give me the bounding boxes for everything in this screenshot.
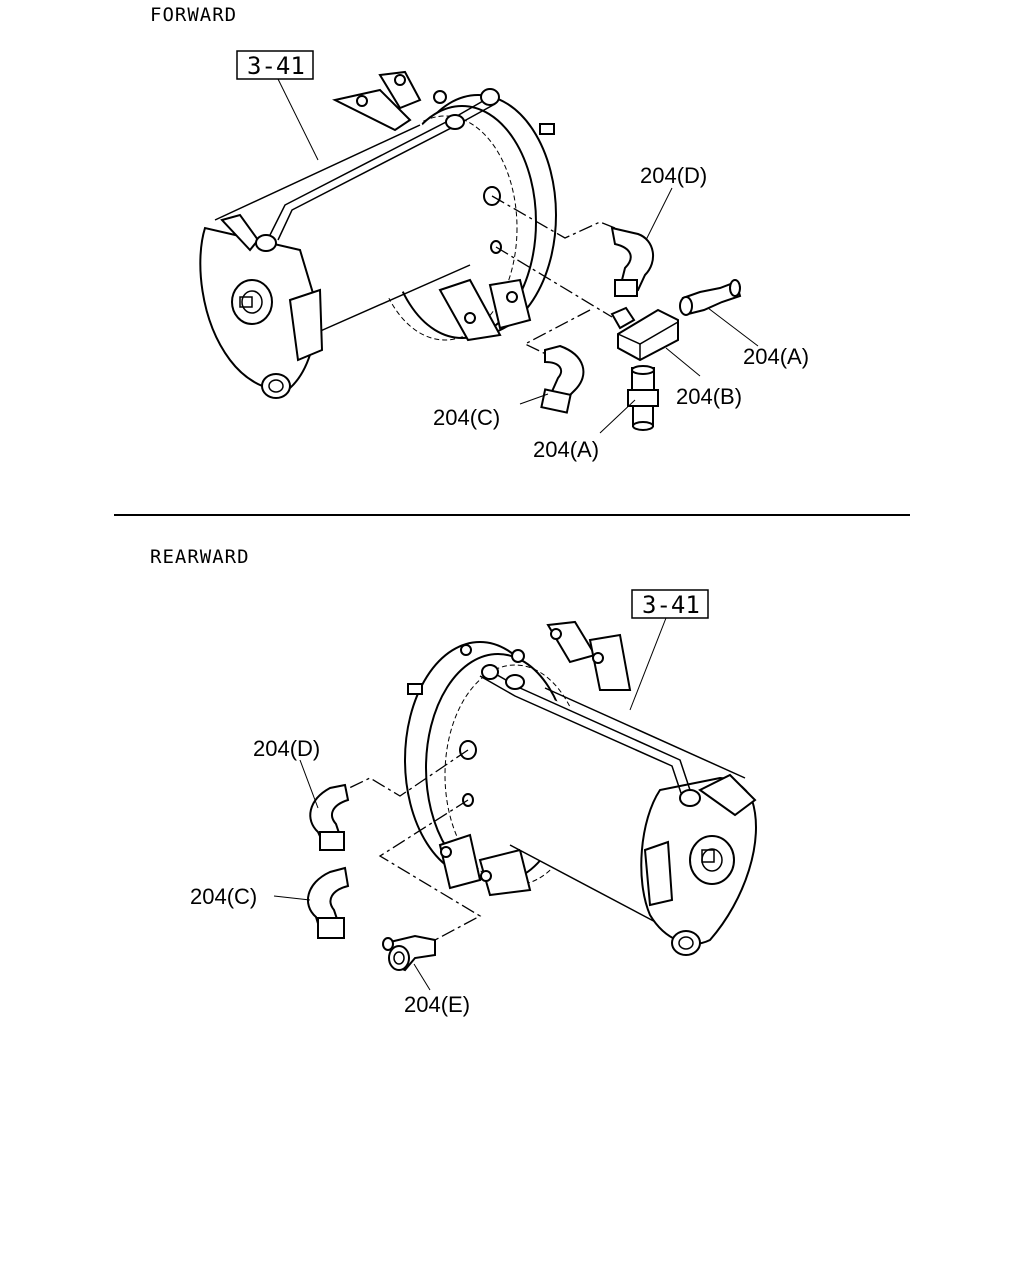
forward-callout-d: 204(D) [640, 163, 707, 188]
forward-ref-box[interactable]: 3-41 [236, 50, 314, 80]
forward-leader-a-bottom [599, 399, 636, 434]
rearward-ref-box[interactable]: 3-41 [631, 589, 709, 619]
rearward-callout-e: 204(E) [404, 992, 470, 1017]
rearward-leader-e [413, 963, 431, 991]
forward-compressor [199, 70, 557, 399]
rearward-leader-c [273, 895, 311, 901]
forward-fitting-a-bottom[interactable] [627, 365, 659, 431]
forward-leader-d [645, 187, 673, 241]
rearward-ref-label: 3-41 [642, 591, 700, 619]
rearward-fitting-e[interactable] [382, 934, 436, 972]
rearward-leader-d [299, 759, 319, 809]
rearward-callout-c: 204(C) [190, 884, 257, 909]
rearward-guide-ce [378, 799, 482, 941]
forward-title: FORWARD [150, 4, 237, 26]
rearward-callout-d: 204(D) [253, 736, 320, 761]
rearward-fitting-d[interactable] [309, 783, 350, 851]
rearward-fitting-c[interactable] [307, 866, 350, 939]
forward-ref-label: 3-41 [247, 52, 305, 80]
forward-section: FORWARD 3-41 [150, 4, 809, 462]
forward-fitting-b[interactable] [610, 306, 679, 362]
forward-guide-b [495, 246, 613, 318]
rearward-guide-d [344, 749, 469, 797]
forward-callout-a-right: 204(A) [743, 344, 809, 369]
rearward-section: REARWARD 3-41 [150, 546, 757, 1017]
forward-leader-b [665, 347, 701, 377]
forward-guide-d [491, 195, 616, 239]
forward-fitting-c[interactable] [540, 344, 585, 414]
forward-ref-leader [277, 78, 319, 161]
rearward-compressor [404, 620, 757, 956]
forward-callout-a-bottom: 204(A) [533, 437, 599, 462]
forward-fitting-a-right[interactable] [679, 279, 742, 316]
forward-fitting-d[interactable] [610, 226, 654, 297]
rearward-ref-leader [629, 617, 667, 711]
forward-callout-c: 204(C) [433, 405, 500, 430]
rearward-title: REARWARD [150, 546, 250, 568]
forward-leader-a-right [707, 307, 759, 347]
forward-leader-c [519, 393, 549, 405]
forward-callout-b: 204(B) [676, 384, 742, 409]
